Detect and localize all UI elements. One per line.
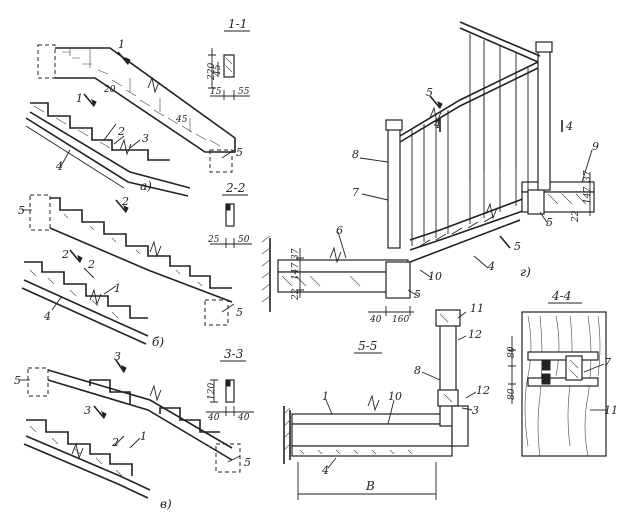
callout-5-f: 5: [414, 288, 421, 301]
callout-5-a: 5: [236, 146, 243, 159]
dim-50: 50: [238, 235, 250, 245]
callout-8-b: 8: [414, 364, 421, 377]
callout-12-b: 12: [476, 384, 490, 397]
section-label-5-5: 5-5: [358, 339, 377, 353]
section-label-3-3: 3-3: [224, 347, 244, 361]
dim-40-c: 40: [369, 315, 382, 325]
dim-20: 20: [103, 85, 116, 95]
section-label-1-1: 1-1: [228, 17, 247, 31]
callout-4-d: 4: [565, 120, 573, 133]
callout-4-f: 4: [321, 464, 329, 477]
callout-5-c: 5: [236, 306, 243, 319]
section-4-4: 4-4 80 80 7 11: [507, 289, 618, 457]
dim-120: 120: [207, 383, 217, 400]
callout-3-a: 3: [142, 132, 149, 145]
callout-11-a: 11: [470, 302, 484, 315]
dim-45-a: 45: [213, 64, 223, 77]
dim-147-b: 147: [583, 187, 593, 204]
callout-3-b: 3: [114, 350, 121, 363]
dim-45-b: 45: [175, 115, 188, 125]
dim-220: 220: [207, 63, 217, 81]
callout-1-b: 1: [76, 92, 83, 105]
callout-8-a: 8: [352, 148, 359, 161]
panel-b-stair-detail: 2 2 2 1 4 5 5 б): [18, 194, 243, 349]
callout-1-c: 1: [114, 282, 121, 295]
callout-5-e: 5: [244, 456, 251, 469]
callout-2-b: 2: [121, 195, 129, 208]
panel-a-stair-detail: 1 1 2 3 4 5 а) 20 45: [25, 38, 243, 197]
callout-10-a: 10: [428, 270, 442, 283]
callout-1-d: 1: [140, 430, 147, 443]
dim-40-b: 40: [237, 413, 250, 423]
panel-label-g: г): [520, 265, 531, 279]
callout-2-a: 2: [117, 125, 125, 138]
dim-25: 25: [207, 235, 220, 245]
callout-7-b: 7: [604, 356, 611, 369]
callout-3-c: 3: [84, 404, 91, 417]
dim-37-a: 37: [291, 248, 301, 260]
dim-22-b: 22: [571, 210, 581, 223]
callout-1-e: 1: [322, 390, 329, 403]
dim-B: B: [365, 479, 375, 493]
dim-80-b: 80: [507, 388, 517, 400]
panel-label-v: в): [160, 497, 172, 511]
dim-40-a: 40: [207, 413, 220, 423]
callout-5-d: 5: [14, 374, 21, 387]
callout-12-a: 12: [468, 328, 482, 341]
section-1-1: 1-1 220 45 15 55: [207, 17, 250, 100]
callout-1-a: 1: [118, 38, 125, 51]
section-label-4-4: 4-4: [551, 289, 571, 303]
panel-g-railing-isometric: 37 147 22 40 160 37 147 22: [261, 21, 599, 325]
callout-7-a: 7: [352, 186, 359, 199]
callout-4-b: 4: [43, 310, 51, 323]
panel-label-a: а): [140, 179, 152, 193]
dim-37-b: 37: [583, 170, 593, 182]
section-2-2: 2-2 25 50: [207, 181, 252, 248]
callout-6-a: 6: [336, 224, 343, 237]
callout-5-h: 5: [426, 86, 433, 99]
callout-5-i: 5: [514, 240, 521, 253]
callout-2-c: 2: [61, 248, 69, 261]
dim-55: 55: [238, 87, 250, 97]
callout-4-c: 4: [433, 118, 441, 131]
callout-2-c2: 2: [87, 258, 95, 271]
section-5-5: 5-5 B 1 10 4 11 12 8 12 3: [283, 302, 490, 500]
callout-4-a: 4: [55, 160, 63, 173]
callout-5-g: 5: [546, 216, 553, 229]
panel-label-b: б): [152, 335, 164, 349]
section-3-3: 3-3 120 40 40: [206, 347, 254, 423]
callout-9-a: 9: [592, 140, 599, 153]
dim-147-a: 147: [291, 263, 301, 280]
callout-3-d: 3: [472, 404, 479, 417]
panel-v-stair-detail: 3 3 2 1 5 5 в): [14, 350, 251, 511]
dim-80-a: 80: [507, 346, 517, 358]
dim-22-a: 22: [291, 288, 301, 301]
callout-5-b: 5: [18, 204, 25, 217]
callout-4-e: 4: [487, 260, 495, 273]
callout-2-d: 2: [111, 436, 119, 449]
dim-15: 15: [210, 87, 222, 97]
callout-11-b: 11: [604, 404, 618, 417]
callout-10-b: 10: [388, 390, 402, 403]
section-label-2-2: 2-2: [225, 181, 245, 195]
dim-160: 160: [392, 315, 409, 325]
